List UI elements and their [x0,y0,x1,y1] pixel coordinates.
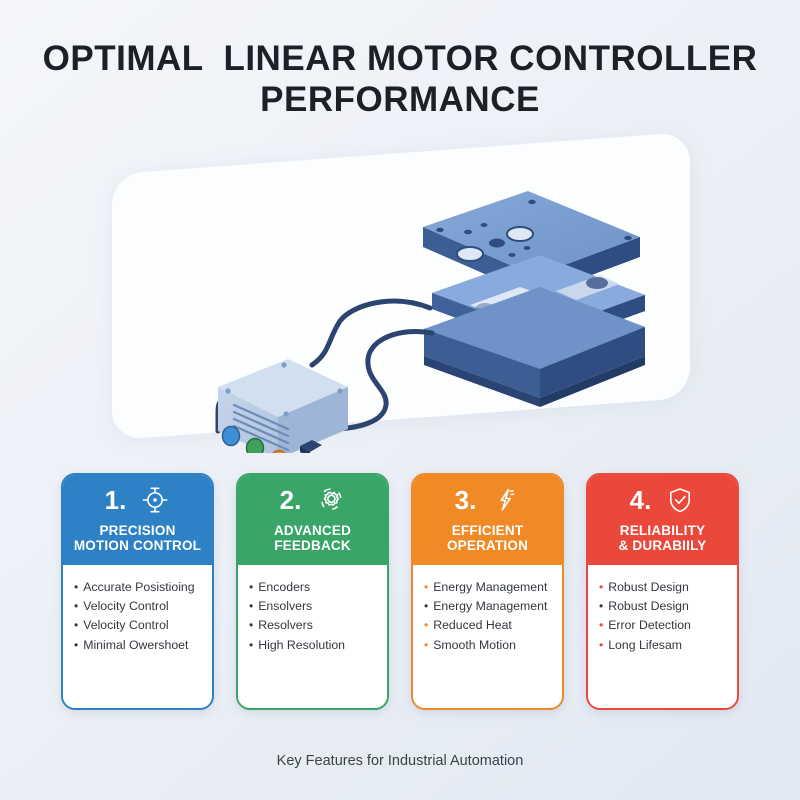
card-number: 3. [454,484,477,515]
card-bullet-list: • Energy Management • Energy Management • R… [424,578,554,656]
bullet-dot: • [249,598,254,613]
bullet-dot: • [74,637,79,652]
bullet-dot: • [74,579,79,594]
feature-card-reliability-durability[interactable]: 4. RELIABILITY & DURABIILY • Robust Desig… [586,473,739,710]
feature-cards: 1. PRECISION MOTION CONTROL [0,473,800,710]
card-body: • Encoders • Ensolvers • Resolvers • High Re… [238,564,387,708]
list-item: • Error Detection [599,616,729,635]
bullet-text: Resolvers [258,618,313,633]
bullet-dot: • [424,618,429,633]
bullet-text: Smooth Motion [433,637,516,652]
bullet-text: Ensolvers [258,598,313,613]
card-number: 4. [629,484,652,515]
feature-card-advanced-feedback[interactable]: 2. ADVANCED FEEDBACK •Encoders •Enso [236,473,389,710]
bullet-text: Robust Design [608,598,689,613]
bullet-text: Error Detection [608,618,691,633]
card-bullet-list: • Robust Design • Robust Design • Error Det… [599,578,729,656]
list-item: • Robust Design [599,578,729,597]
gear-motion-icon [315,485,345,515]
bullet-dot: • [424,598,429,613]
bullet-text: Encoders [258,579,311,594]
title-line-2: PERFORMANCE [260,80,540,120]
list-item: • Long Lifesam [599,636,729,655]
bullet-text: Velocity Control [83,618,169,633]
hero-illustration [0,131,800,453]
feature-card-precision-motion-control[interactable]: 1. PRECISION MOTION CONTROL [61,473,214,710]
bullet-text: Robust Design [608,579,689,594]
page-title: OPTIMAL LINEAR MOTOR CONTROLLER PERFORMA… [0,0,800,121]
bullet-text: Minimal Owershoet [83,637,189,652]
bullet-dot: • [249,637,254,652]
list-item: • Minimal Owershoet [74,636,204,655]
feature-card-efficient-operation[interactable]: 3. EFFICIENT OPERATION • Energy Managemen… [411,473,564,710]
card-title: EFFICIENT OPERATION [446,522,529,554]
card-title: ADVANCED FEEDBACK [273,522,352,554]
bullet-text: Reduced Heat [433,618,512,633]
list-item: • Resolvers [249,616,379,635]
list-item: • Robust Design [599,597,729,616]
bullet-dot: • [599,579,604,594]
card-body: • Energy Management • Energy Management • R… [413,564,562,708]
card-bullet-list: • Encoders • Ensolvers • Resolvers • High Re… [249,578,379,656]
bullet-text: Accurate Posistioing [83,579,195,594]
list-item: • Velocity Control [74,616,204,635]
bullet-dot: • [424,579,429,594]
lightning-bolt-icon [490,485,520,515]
list-item: • Ensolvers [249,597,379,616]
linear-motor-stage-illustration [215,190,645,453]
bullet-text: Long Lifesam [608,637,683,652]
card-body: • Robust Design • Robust Design • Error Det… [588,564,737,708]
card-header: 3. EFFICIENT OPERATION [413,475,562,565]
bullet-dot: • [599,637,604,652]
bullet-dot: • [599,618,604,633]
list-item: • Energy Management [424,578,554,597]
card-header: 1. PRECISION MOTION CONTROL [63,475,212,565]
footer-caption: Key Features for Industrial Automation [276,753,524,769]
list-item: • Smooth Motion [424,636,554,655]
bullet-text: High Resolution [258,637,346,652]
card-title: PRECISION MOTION CONTROL [73,522,202,554]
card-header: 4. RELIABILITY & DURABIILY [588,475,737,565]
controller-box [218,358,348,453]
shield-check-icon [665,485,695,515]
card-body: •Accurate Posistioing •Velocity Control … [63,564,212,708]
card-header: 2. ADVANCED FEEDBACK [238,475,387,565]
bullet-dot: • [74,598,79,613]
bullet-text: Energy Management [433,579,548,594]
list-item: • Velocity Control [74,597,204,616]
bullet-dot: • [74,618,79,633]
bullet-dot: • [599,598,604,613]
list-item: • Accurate Posistioing [74,578,204,597]
crosshair-target-icon [140,485,170,515]
bullet-text: Energy Management [433,598,548,613]
title-line-1: OPTIMAL LINEAR MOTOR CONTROLLER [42,39,758,78]
bullet-text: Velocity Control [83,598,169,613]
bullet-dot: • [424,637,429,652]
card-bullet-list: •Accurate Posistioing •Velocity Control … [74,578,204,656]
list-item: • Encoders [249,578,379,597]
card-number: 1. [104,484,127,515]
list-item: • Reduced Heat [424,616,554,635]
stage-base-plate [424,286,645,407]
list-item: • Energy Management [424,597,554,616]
card-title: RELIABILITY & DURABIILY [618,522,707,554]
list-item: • High Resolution [249,636,379,655]
card-number: 2. [279,484,302,515]
bullet-dot: • [249,579,254,594]
bullet-dot: • [249,618,254,633]
